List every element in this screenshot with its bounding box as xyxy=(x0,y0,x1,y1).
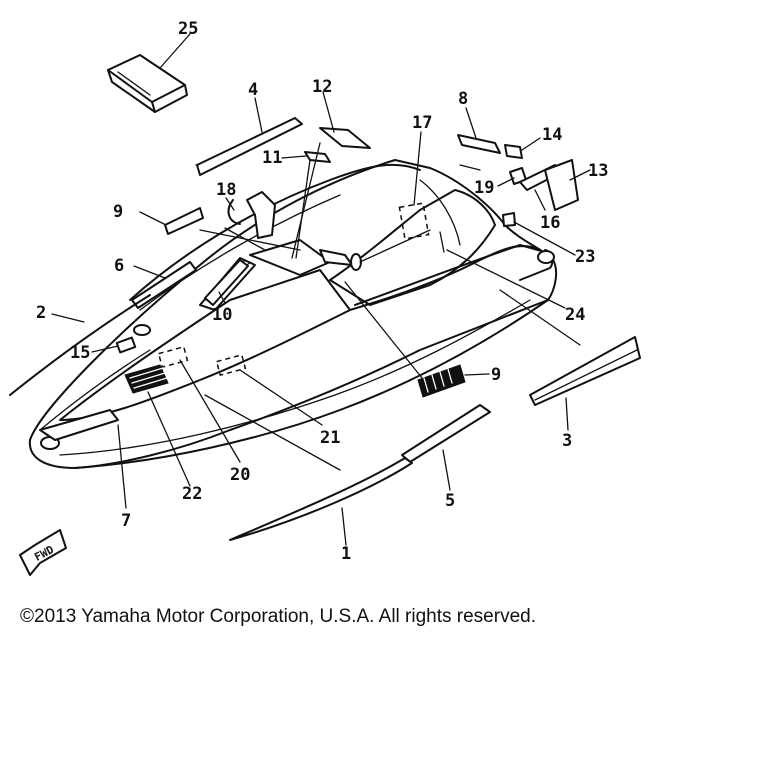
part-2-stripe xyxy=(9,294,151,396)
callout-21: 21 xyxy=(320,428,340,448)
part-handle-grip xyxy=(246,191,276,239)
callout-22: 22 xyxy=(182,484,202,504)
callout-24: 24 xyxy=(565,305,585,325)
callout-16: 16 xyxy=(540,213,560,233)
part-8-strip xyxy=(457,134,501,154)
part-4-strip xyxy=(196,117,303,176)
part-25-pad xyxy=(107,54,188,113)
callout-11: 11 xyxy=(262,148,282,168)
callout-12: 12 xyxy=(312,77,332,97)
callout-18: 18 xyxy=(216,180,236,200)
part-23-decal xyxy=(502,212,516,227)
part-3-stripe xyxy=(529,336,641,406)
callout-1: 1 xyxy=(341,544,351,564)
part-1-stripe xyxy=(229,457,413,541)
part-13-decal xyxy=(544,159,579,211)
leader-lines xyxy=(51,33,591,546)
part-9-vent xyxy=(417,364,466,398)
callout-14: 14 xyxy=(542,125,562,145)
part-5-stripe xyxy=(401,404,491,463)
callout-17: 17 xyxy=(412,113,432,133)
callout-4: 4 xyxy=(248,80,258,100)
callout-labels: 25 4 12 8 14 17 11 13 18 19 9 16 23 6 24… xyxy=(36,19,608,564)
part-21-dashed-area xyxy=(215,353,247,377)
part-14-decal xyxy=(504,144,523,159)
callout-25: 25 xyxy=(178,19,198,39)
part-9-strip-top xyxy=(164,207,204,235)
callout-20: 20 xyxy=(230,465,250,485)
part-12-decal xyxy=(319,127,371,149)
callout-2: 2 xyxy=(36,303,46,323)
callout-15: 15 xyxy=(70,343,90,363)
callout-3: 3 xyxy=(562,431,572,451)
callout-7: 7 xyxy=(121,511,131,531)
copyright-notice: ©2013 Yamaha Motor Corporation, U.S.A. A… xyxy=(20,606,536,627)
callout-8: 8 xyxy=(458,89,468,109)
part-20-dashed-area xyxy=(157,345,189,369)
part-7-decal xyxy=(39,409,119,441)
callout-10: 10 xyxy=(212,305,232,325)
part-15-decal xyxy=(115,336,137,354)
callout-13: 13 xyxy=(588,161,608,181)
callout-5: 5 xyxy=(445,491,455,511)
part-10-decal xyxy=(204,259,249,306)
callout-19: 19 xyxy=(474,178,494,198)
callout-9-right: 9 xyxy=(491,365,501,385)
fwd-arrow-icon: FWD xyxy=(19,529,67,576)
part-24-mark xyxy=(439,231,445,253)
part-17-dashed-area xyxy=(398,202,430,240)
part-18-clip xyxy=(227,199,241,225)
callout-23: 23 xyxy=(575,247,595,267)
part-11-decal xyxy=(304,151,331,163)
hull xyxy=(28,159,558,469)
callout-6: 6 xyxy=(114,256,124,276)
callout-9-top: 9 xyxy=(113,202,123,222)
